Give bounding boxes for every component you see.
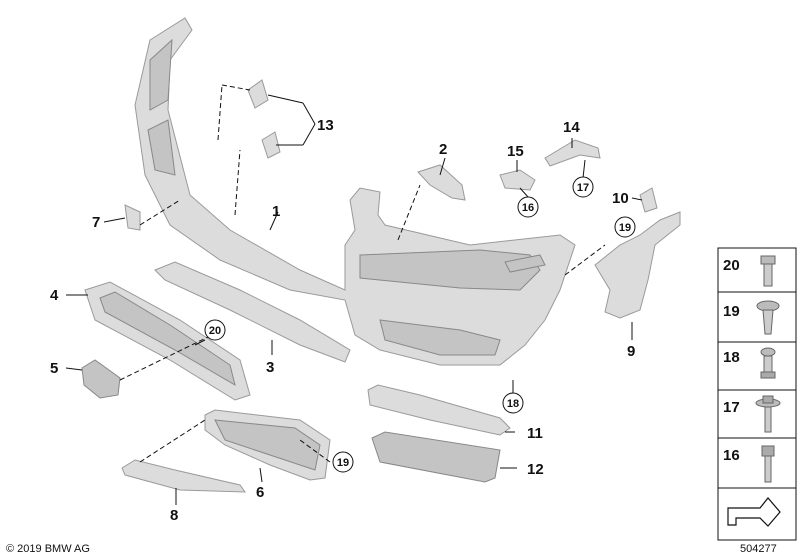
- callout-1: 1: [272, 203, 280, 220]
- part-grille-4: [84, 281, 251, 401]
- callout-11: 11: [527, 425, 543, 442]
- callout-15: 15: [507, 143, 524, 160]
- part-clip-13a: [247, 79, 269, 109]
- part-grille-5: [81, 359, 121, 399]
- part-spoiler-3: [154, 261, 351, 363]
- circle-callout-20: 20: [204, 319, 226, 341]
- hex-bolt-washer-icon: [755, 395, 781, 433]
- leader-lines: [65, 84, 643, 505]
- callout-8: 8: [170, 507, 178, 524]
- part-trim-8: [121, 459, 246, 493]
- circle-callout-18: 18: [502, 392, 524, 414]
- part-strip-14: [544, 139, 601, 167]
- fastener-legend: 20 19 18 17 16: [717, 247, 797, 541]
- callout-13: 13: [317, 117, 334, 134]
- part-bumper-cover: [134, 17, 576, 366]
- circle-callout-19-lower: 19: [332, 451, 354, 473]
- callout-5: 5: [50, 360, 58, 377]
- legend-label-17: 17: [723, 399, 740, 416]
- svg-text:19: 19: [619, 222, 631, 234]
- svg-text:20: 20: [209, 325, 221, 337]
- copyright-text: © 2019 BMW AG: [6, 543, 90, 555]
- callout-6: 6: [256, 484, 264, 501]
- arrow-direction-icon: [727, 497, 781, 527]
- circle-callout-16: 16: [517, 196, 539, 218]
- svg-text:16: 16: [522, 202, 534, 214]
- part-bracket-2: [417, 164, 466, 201]
- part-trim-11: [367, 384, 511, 436]
- expanding-rivet-icon: [756, 300, 780, 335]
- part-cap-7: [124, 204, 141, 231]
- legend-label-18: 18: [723, 349, 740, 366]
- callout-2: 2: [439, 141, 447, 158]
- clip-nut-icon: [760, 347, 776, 379]
- svg-text:19: 19: [337, 457, 349, 469]
- legend-label-20: 20: [723, 257, 740, 274]
- circle-callout-17: 17: [572, 176, 594, 198]
- part-lower-grille-12: [371, 431, 501, 483]
- part-clip-13b: [261, 131, 281, 159]
- callout-12: 12: [527, 461, 544, 478]
- callout-10: 10: [612, 190, 629, 207]
- hex-bolt-icon: [761, 445, 775, 483]
- legend-label-19: 19: [723, 303, 740, 320]
- svg-text:18: 18: [507, 398, 519, 410]
- part-side-grille-6: [204, 409, 331, 481]
- callout-4: 4: [50, 287, 59, 304]
- circle-callout-19-upper: 19: [614, 216, 636, 238]
- bolt-flange-icon: [760, 255, 776, 287]
- callout-3: 3: [266, 359, 274, 376]
- part-cover-10: [639, 187, 658, 213]
- circle-callouts: 16 17 18 19 19 20: [204, 176, 636, 473]
- callout-labels: 1 2 3 4 5 6 7 8 9 10 11 12 13 14 15: [50, 117, 635, 524]
- part-side-bracket-9: [594, 211, 681, 319]
- callout-7: 7: [92, 214, 100, 231]
- part-bracket-15: [499, 169, 536, 191]
- callout-9: 9: [627, 343, 635, 360]
- legend-label-16: 16: [723, 447, 740, 464]
- svg-text:17: 17: [577, 182, 589, 194]
- diagram-number: 504277: [740, 543, 777, 555]
- callout-14: 14: [563, 119, 580, 136]
